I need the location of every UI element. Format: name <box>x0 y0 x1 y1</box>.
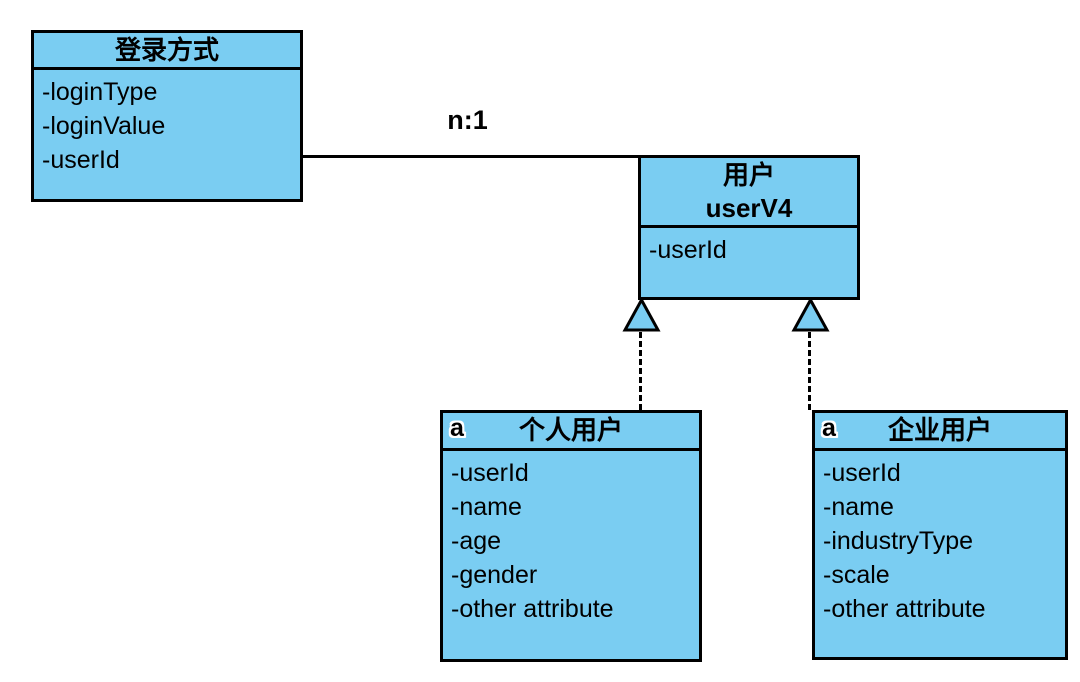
annotation-a-icon: a <box>450 414 464 442</box>
attribute-row: -name <box>451 493 522 521</box>
attribute-row: -loginType <box>42 78 158 106</box>
annotation-a-icon: a <box>822 414 836 442</box>
generalization-triangle-icon[interactable] <box>622 297 661 333</box>
class-box-enterprise-user[interactable]: a 企业用户 -userId -name -industryType -scal… <box>812 410 1068 660</box>
attribute-compartment: -loginType -loginValue -userId <box>34 70 300 177</box>
attribute-row: -userId <box>649 236 727 264</box>
class-title: 登录方式 <box>114 34 219 65</box>
class-box-personal-user[interactable]: a 个人用户 -userId -name -age -gender -other… <box>440 410 702 662</box>
attribute-row: -industryType <box>823 527 974 555</box>
attribute-compartment: -userId <box>641 228 857 267</box>
multiplicity-label: n:1 <box>447 105 488 135</box>
attribute-row: -age <box>451 527 502 555</box>
class-title: 个人用户 <box>518 415 623 445</box>
association-line[interactable] <box>303 155 638 158</box>
attribute-row: -userId <box>42 146 120 174</box>
class-title: 企业用户 <box>887 415 992 445</box>
generalization-dashed-line-right[interactable] <box>808 332 811 410</box>
attribute-row: -other attribute <box>451 595 614 623</box>
class-name-header: a 企业用户 <box>815 413 1065 451</box>
attribute-row: -userId <box>451 459 529 487</box>
attribute-row: -scale <box>823 561 890 589</box>
class-box-login-method[interactable]: 登录方式 -loginType -loginValue -userId <box>31 30 303 202</box>
attribute-compartment: -userId -name -age -gender -other attrib… <box>443 451 699 626</box>
generalization-dashed-line-left[interactable] <box>639 332 642 410</box>
class-subtitle: userV4 <box>705 192 793 223</box>
attribute-row: -loginValue <box>42 112 166 140</box>
class-box-user[interactable]: 用户 userV4 -userId <box>638 155 860 300</box>
class-name-header: 用户 userV4 <box>641 158 857 228</box>
class-name-header: 登录方式 <box>34 33 300 70</box>
class-name-header: a 个人用户 <box>443 413 699 451</box>
attribute-row: -other attribute <box>823 595 986 623</box>
generalization-triangle-icon[interactable] <box>791 297 830 333</box>
attribute-row: -userId <box>823 459 901 487</box>
attribute-row: -name <box>823 493 894 521</box>
class-title: 用户 <box>722 159 775 190</box>
attribute-compartment: -userId -name -industryType -scale -othe… <box>815 451 1065 626</box>
attribute-row: -gender <box>451 561 538 589</box>
